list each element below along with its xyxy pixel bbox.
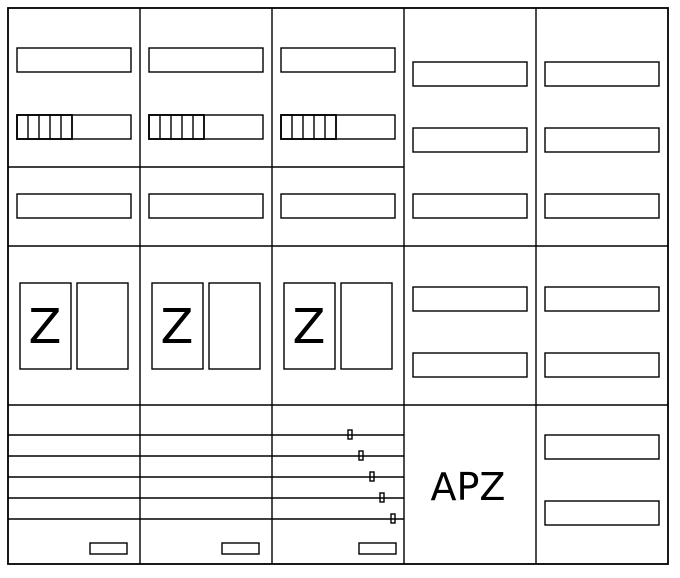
din-rail-slot — [412, 352, 528, 378]
rail-connector — [347, 429, 353, 440]
meter-symbol-box — [19, 282, 72, 370]
cabinet-outline — [7, 7, 669, 565]
din-rail-slot — [148, 114, 264, 140]
meter-field-2: Z — [151, 282, 261, 370]
meter-blank-box — [208, 282, 261, 370]
din-rail-slot — [16, 193, 132, 219]
din-rail-slot — [412, 127, 528, 153]
terminal-block — [221, 542, 260, 555]
column-5-upper — [544, 61, 660, 219]
rail-connector — [358, 450, 364, 461]
breaker-block — [16, 114, 73, 140]
column-1-upper — [16, 47, 132, 219]
column-3-upper — [280, 47, 396, 219]
meter-symbol-box — [283, 282, 336, 370]
rail-connector — [390, 513, 396, 524]
din-rail-slot — [544, 286, 660, 312]
column-4-middle — [412, 286, 528, 378]
meter-blank-box — [340, 282, 393, 370]
terminal-block — [89, 542, 128, 555]
meter-field-1: Z — [19, 282, 129, 370]
din-rail-slot — [148, 47, 264, 73]
din-rail-slot — [412, 61, 528, 87]
apz-label: APZ — [431, 465, 506, 509]
meter-field-3: Z — [283, 282, 393, 370]
meter-symbol-label: Z — [29, 299, 62, 355]
din-rail-slot — [280, 47, 396, 73]
din-rail-slot — [412, 193, 528, 219]
column-5-middle — [544, 286, 660, 378]
din-rail-slot — [16, 47, 132, 73]
din-rail-slot — [544, 61, 660, 87]
rail-connector — [379, 492, 385, 503]
column-2-upper — [148, 47, 264, 219]
meter-symbol-box — [151, 282, 204, 370]
meter-symbol-label: Z — [161, 299, 194, 355]
din-rail-slot — [544, 434, 660, 460]
terminal-rails — [8, 434, 404, 520]
meter-symbol-label: Z — [293, 299, 326, 355]
din-rail-slot — [280, 193, 396, 219]
din-rail-slot — [544, 352, 660, 378]
breaker-block — [280, 114, 337, 140]
din-rail-slot — [544, 127, 660, 153]
column-4-upper — [412, 61, 528, 219]
meter-blank-box — [76, 282, 129, 370]
bottom-terminals — [89, 542, 397, 555]
din-rail-slot — [544, 193, 660, 219]
terminal-block — [358, 542, 397, 555]
din-rail-slot — [148, 193, 264, 219]
breaker-block — [148, 114, 205, 140]
din-rail-slot — [16, 114, 132, 140]
rail-connectors — [347, 429, 396, 524]
din-rail-slot — [280, 114, 396, 140]
column-5-lower — [544, 434, 660, 526]
din-rail-slot — [412, 286, 528, 312]
din-rail-slot — [544, 500, 660, 526]
rail-connector — [369, 471, 375, 482]
